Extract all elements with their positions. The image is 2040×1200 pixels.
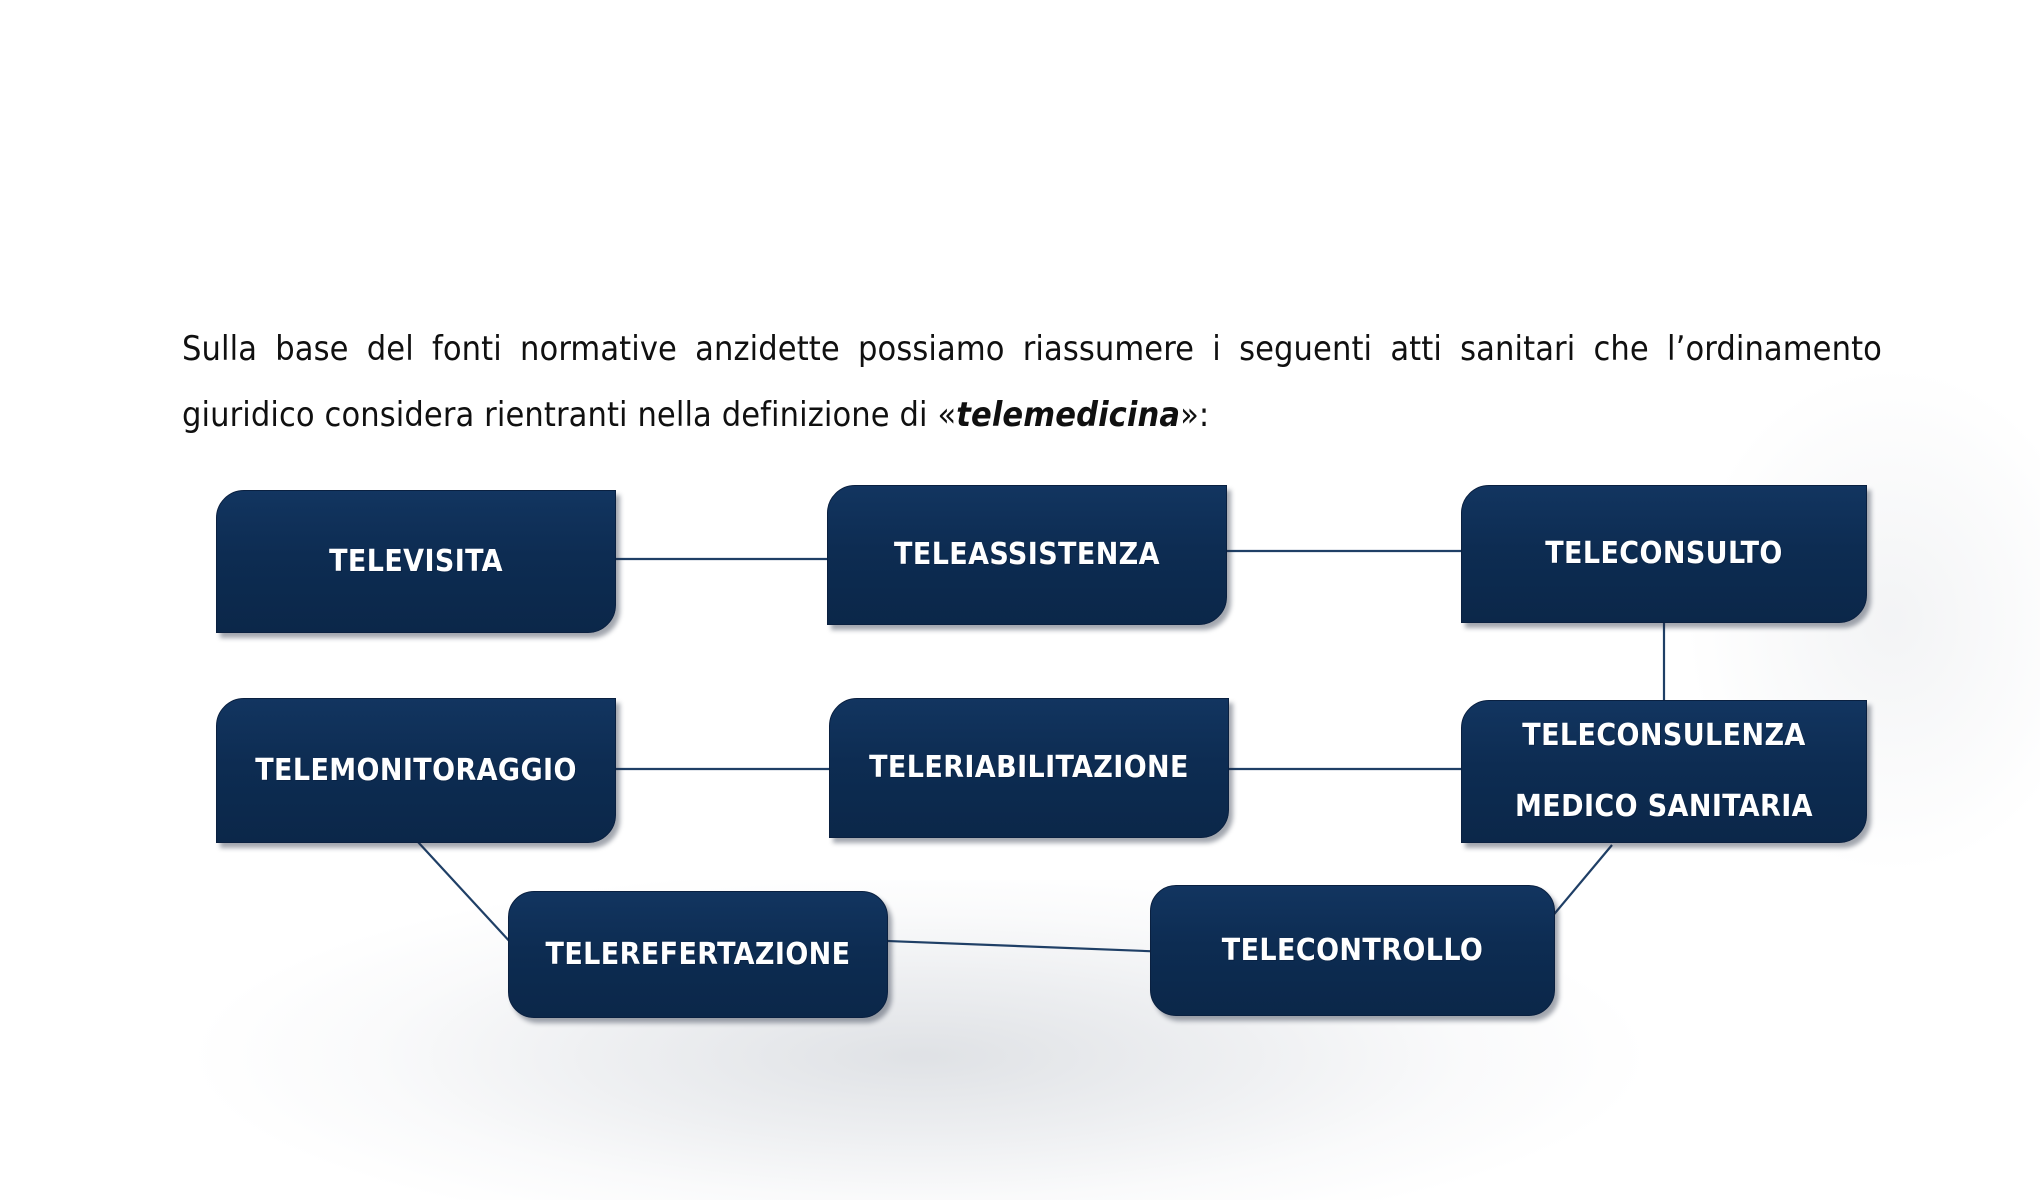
paragraph-text-tail: :: [1198, 395, 1210, 435]
connector-telemonitoraggio-telerefertazione: [417, 841, 513, 945]
node-teleconsulto-label: TELECONSULTO: [1545, 536, 1783, 572]
node-teleconsulto[interactable]: TELECONSULTO: [1461, 485, 1867, 623]
node-teleconsulenza-medico-sanitaria[interactable]: TELECONSULENZA MEDICO SANITARIA: [1461, 700, 1867, 843]
node-teleriabilitazione[interactable]: TELERIABILITAZIONE: [829, 698, 1229, 838]
open-guillemet: «: [937, 395, 957, 435]
node-televisita[interactable]: TELEVISITA: [216, 490, 616, 633]
node-teleassistenza-label: TELEASSISTENZA: [894, 537, 1160, 573]
node-teleassistenza[interactable]: TELEASSISTENZA: [827, 485, 1227, 625]
node-teleconsulenza-line1: TELECONSULENZA: [1522, 718, 1806, 754]
node-teleriabilitazione-label: TELERIABILITAZIONE: [869, 750, 1189, 786]
node-televisita-label: TELEVISITA: [329, 543, 503, 579]
node-telerefertazione[interactable]: TELEREFERTAZIONE: [508, 891, 888, 1018]
node-telerefertazione-label: TELEREFERTAZIONE: [545, 936, 851, 972]
paragraph-text-lead: Sulla base del fonti normative anzidette…: [182, 329, 1882, 435]
node-telemonitoraggio-label: TELEMONITORAGGIO: [255, 752, 577, 788]
node-telemonitoraggio[interactable]: TELEMONITORAGGIO: [216, 698, 616, 843]
close-guillemet: »: [1180, 395, 1199, 435]
intro-paragraph: Sulla base del fonti normative anzidette…: [182, 316, 1882, 448]
node-telecontrollo[interactable]: TELECONTROLLO: [1150, 885, 1555, 1016]
paragraph-emphasis-telemedicina: telemedicina: [956, 395, 1181, 435]
node-telecontrollo-label: TELECONTROLLO: [1221, 932, 1484, 968]
node-teleconsulenza-line2: MEDICO SANITARIA: [1515, 789, 1813, 825]
node-teleconsulenza-label: TELECONSULENZA MEDICO SANITARIA: [1487, 718, 1841, 824]
